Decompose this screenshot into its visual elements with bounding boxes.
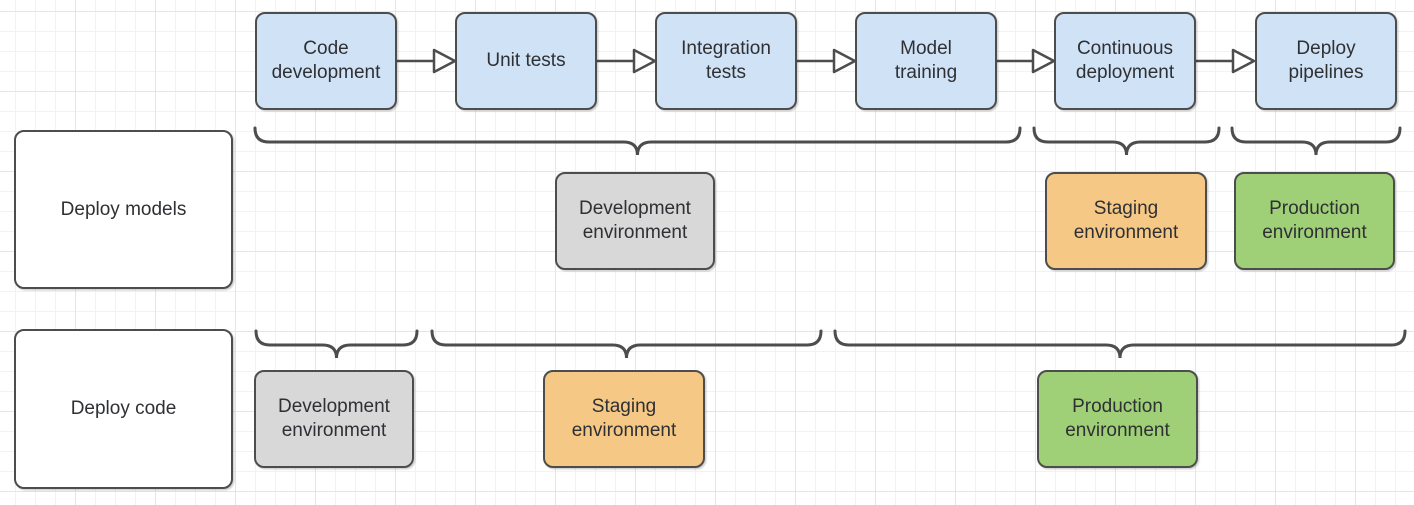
brace-models-production [1230,126,1402,156]
step-integration-tests: Integration tests [655,12,797,110]
flow-arrow-5 [997,48,1056,74]
step-label: Unit tests [486,50,566,72]
step-label: Continuous deployment [1075,38,1175,83]
flow-arrow-2 [597,48,657,74]
row-label-text: Deploy code [70,398,177,420]
brace-code-staging [430,329,823,359]
row-label-text: Deploy models [60,198,187,220]
env-models-staging: Staging environment [1045,172,1207,270]
step-code-development: Code development [255,12,397,110]
env-label: Production environment [1065,396,1170,441]
brace-code-development [254,329,419,359]
row-label-deploy-models: Deploy models [14,130,233,289]
step-deploy-pipelines: Deploy pipelines [1255,12,1397,110]
flow-arrow-1 [397,48,457,74]
step-model-training: Model training [855,12,997,110]
step-label: Model training [894,38,958,83]
step-continuous-deployment: Continuous deployment [1054,12,1196,110]
step-label: Deploy pipelines [1288,38,1364,83]
env-label: Staging environment [571,396,677,441]
arrowhead-icon [832,48,857,74]
brace-models-staging [1032,126,1221,156]
arrowhead-icon [432,48,457,74]
flow-arrow-4 [1196,48,1256,74]
env-label: Production environment [1262,198,1367,243]
step-label: Code development [271,38,381,83]
env-label: Development environment [278,396,390,441]
env-code-production: Production environment [1037,370,1198,468]
env-code-staging: Staging environment [543,370,705,468]
brace-models-development [253,126,1022,156]
arrowhead-icon [632,48,657,74]
arrowhead-icon [1231,48,1256,74]
flow-arrow-3 [797,48,857,74]
brace-code-production [833,329,1407,359]
step-unit-tests: Unit tests [455,12,597,110]
env-label: Staging environment [1073,198,1179,243]
arrowhead-icon [1031,48,1056,74]
env-code-development: Development environment [254,370,414,468]
row-label-deploy-code: Deploy code [14,329,233,489]
env-models-development: Development environment [555,172,715,270]
env-label: Development environment [579,198,691,243]
env-models-production: Production environment [1234,172,1395,270]
step-label: Integration tests [681,38,771,83]
